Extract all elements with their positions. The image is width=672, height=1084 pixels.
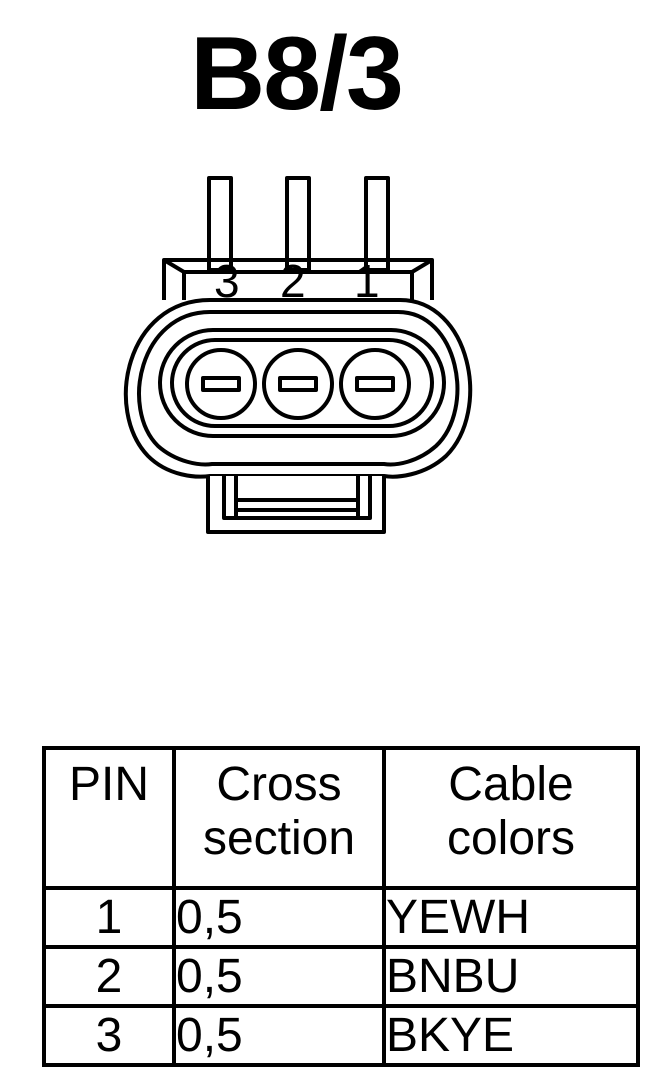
header-pin: PIN xyxy=(42,746,176,890)
connector-title: B8/3 xyxy=(190,16,404,132)
table-row: 2 0,5 BNBU xyxy=(42,945,640,1008)
header-cross-section: Cross section xyxy=(172,746,386,890)
pin-number-3: 3 xyxy=(214,255,240,307)
pin-cell: 1 xyxy=(42,886,176,949)
table-row: 1 0,5 YEWH xyxy=(42,886,640,949)
connector-diagram: 3 2 1 xyxy=(123,176,473,534)
connector-header xyxy=(162,258,434,300)
cable-color-cell: YEWH xyxy=(382,886,640,949)
cross-section-cell: 0,5 xyxy=(172,1004,386,1067)
pin-number-2: 2 xyxy=(280,255,306,307)
pin-cavities xyxy=(185,348,411,420)
header-cable-colors: Cable colors xyxy=(382,746,640,890)
connector-latch xyxy=(206,476,386,534)
cross-section-cell: 0,5 xyxy=(172,886,386,949)
cross-section-cell: 0,5 xyxy=(172,945,386,1008)
pin-table: PIN Cross section Cable colors 1 0,5 YEW… xyxy=(42,746,640,1067)
pin-number-1: 1 xyxy=(354,255,380,307)
cable-color-cell: BNBU xyxy=(382,945,640,1008)
cable-color-cell: BKYE xyxy=(382,1004,640,1067)
pin-terminals xyxy=(207,176,390,272)
pin-cell: 2 xyxy=(42,945,176,1008)
connector-body-inner xyxy=(137,310,460,467)
pin-cell: 3 xyxy=(42,1004,176,1067)
table-row: 3 0,5 BKYE xyxy=(42,1004,640,1067)
table-header-row: PIN Cross section Cable colors xyxy=(42,746,640,890)
